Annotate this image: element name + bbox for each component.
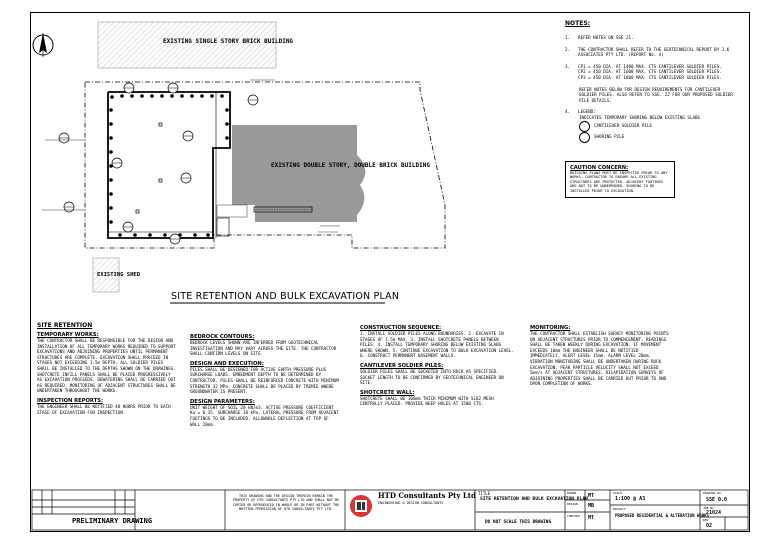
existing-shed-label: EXISTING SHED bbox=[97, 272, 141, 278]
pile-symbol-icon bbox=[579, 120, 590, 132]
existing-single-story-building bbox=[97, 21, 277, 69]
note-item: 1.REFER NOTES ON SSE 21. bbox=[565, 35, 634, 40]
spec-column-2: BEDROCK CONTOURS: BEDROCK LEVELS SHOWN A… bbox=[190, 334, 342, 427]
rev-value: 02 bbox=[706, 523, 713, 529]
title-block-frame bbox=[31, 489, 749, 531]
existing-shed bbox=[92, 257, 120, 293]
drawn-label: DRAWN bbox=[567, 491, 577, 495]
preliminary-drawing-label: PRELIMINARY DRAWING bbox=[72, 517, 153, 525]
note-item: 2.THE CONTRACTOR SHALL REFER TO THE GEOT… bbox=[565, 46, 732, 58]
excavation-outline bbox=[107, 91, 231, 239]
legend-item: CANTILEVER SOLDIER PILE bbox=[565, 120, 740, 132]
legend-item: INDICATES TEMPORARY SHORING BELOW EXISTI… bbox=[579, 114, 701, 120]
project-label: PROJECT bbox=[613, 507, 626, 511]
piers bbox=[135, 122, 163, 214]
note-item: REFER NOTES BELOW FOR DESIGN REQUIREMENT… bbox=[579, 86, 736, 103]
note-item: 4.LEGEND: bbox=[565, 109, 596, 115]
plan-title: SITE RETENTION AND BULK EXCAVATION PLAN bbox=[171, 291, 400, 302]
existing-double-story-label: EXISTING DOUBLE STORY, DOUBLE BRICK BUIL… bbox=[271, 162, 430, 169]
spec-column-3: CONSTRUCTION SEQUENCE: 1. INSTALL SOLDIE… bbox=[360, 325, 517, 407]
job-no-label: JOB No. bbox=[703, 506, 716, 510]
existing-single-story-label: EXISTING SINGLE STORY BRICK BUILDING bbox=[163, 38, 294, 45]
spec-column-1: SITE RETENTION TEMPORARY WORKS: THE CONT… bbox=[37, 322, 179, 415]
soldier-piles bbox=[109, 94, 229, 237]
notes-panel: NOTES: 1.REFER NOTES ON SSE 21. 2.THE CO… bbox=[565, 20, 740, 198]
designed-label: DESIGN bbox=[567, 502, 578, 506]
copyright-notice: THIS DRAWING AND THE DESIGN THEREIN REMA… bbox=[232, 494, 340, 512]
rev-label: REV bbox=[703, 518, 709, 522]
firm-subtitle: ENGINEERING & DESIGN CONSULTANTS bbox=[378, 501, 444, 505]
drawing-sheet bbox=[30, 12, 750, 532]
job-no-value: 21024 bbox=[706, 510, 722, 516]
pile-symbol-icon bbox=[579, 131, 590, 143]
spec-column-4: MONITORING: THE CONTRACTOR SHALL ESTABLI… bbox=[530, 325, 672, 387]
project-value: PROPOSED RESIDENTIAL & ALTERATION WORKS bbox=[615, 513, 709, 518]
existing-double-story-building bbox=[232, 125, 366, 222]
notes-heading: NOTES: bbox=[565, 20, 591, 27]
site-boundary bbox=[84, 81, 446, 249]
drawing-title: SITE RETENTION AND BULK EXCAVATION PLAN bbox=[480, 497, 588, 502]
drawing-no-value: SSE 0.0 bbox=[706, 497, 728, 503]
firm-logo-icon bbox=[350, 495, 372, 517]
caution-box: CAUTION CONCERN: BUILDING PLANS MUST BE … bbox=[565, 160, 675, 198]
scale-label: SCALE bbox=[613, 491, 623, 495]
note-item: 3.CP1 = 450 DIA. AT 1400 MAX. CTS CANTIL… bbox=[565, 63, 722, 80]
dimension-leaders bbox=[42, 79, 340, 233]
firm-name: HTD Consultants Pty Ltd bbox=[378, 491, 476, 500]
drawing-no-label: DRAWING No. bbox=[703, 491, 723, 495]
legend-item: SHORING PILE bbox=[565, 131, 740, 143]
checked-label: CHECKED bbox=[567, 514, 580, 518]
designed-value: MB bbox=[588, 503, 595, 509]
title-label: TITLE bbox=[478, 491, 491, 496]
checked-value: MT bbox=[588, 515, 595, 521]
north-arrow-icon bbox=[32, 33, 54, 57]
section-markers bbox=[58, 82, 259, 245]
scale-value: 1:100 @ A3 bbox=[615, 496, 646, 502]
do-not-scale-notice: DO NOT SCALE THIS DRAWING bbox=[485, 520, 552, 525]
drawn-value: MT bbox=[588, 493, 595, 499]
